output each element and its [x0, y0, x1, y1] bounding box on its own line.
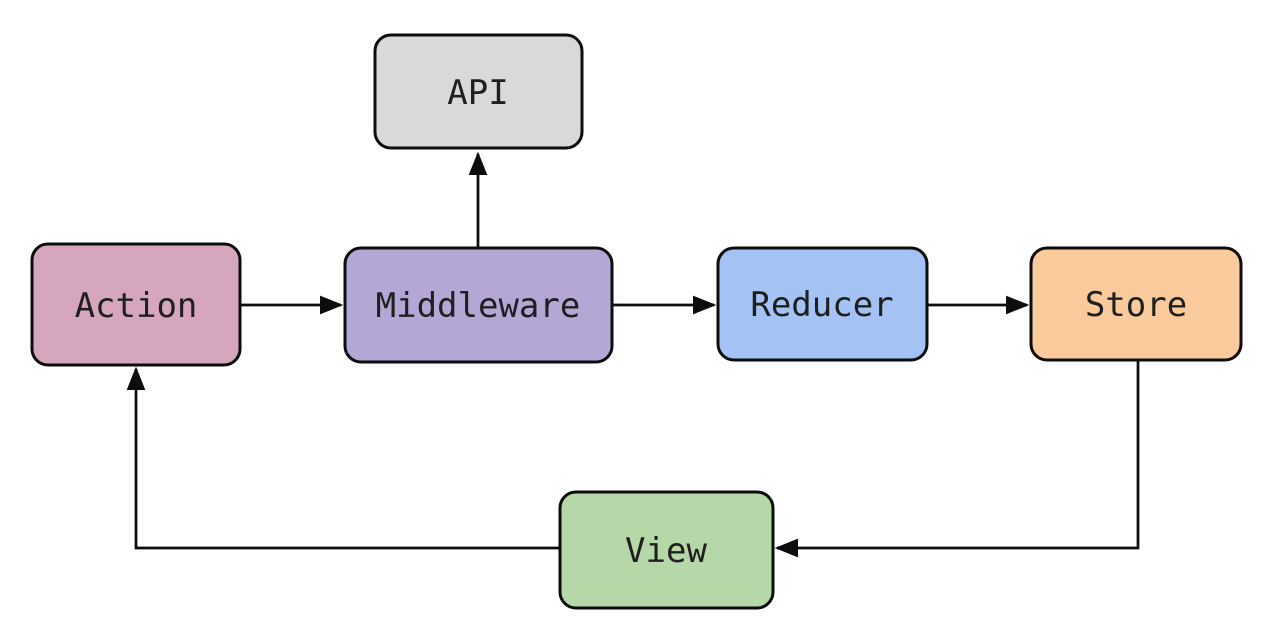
node-store: Store	[1029, 246, 1243, 362]
node-action-box	[30, 242, 242, 367]
node-api: API	[373, 33, 584, 150]
node-middleware-box	[343, 246, 614, 364]
edge-store-to-view	[774, 361, 1140, 558]
node-view-box	[558, 490, 775, 610]
node-store-box	[1029, 246, 1243, 362]
node-action-label: Action	[75, 286, 198, 326]
node-middleware: Middleware	[343, 246, 614, 364]
node-api-box	[373, 33, 584, 150]
node-view-label: View	[625, 531, 707, 571]
node-reducer: Reducer	[716, 246, 929, 362]
node-action: Action	[30, 242, 242, 367]
node-api-label: API	[447, 73, 508, 113]
node-store-label: Store	[1085, 285, 1187, 325]
diagram-edges	[126, 151, 1140, 558]
node-reducer-box	[716, 246, 929, 362]
node-middleware-label: Middleware	[376, 286, 581, 326]
node-reducer-label: Reducer	[750, 285, 893, 325]
edge-view-to-action	[126, 366, 559, 550]
node-view: View	[558, 490, 775, 610]
